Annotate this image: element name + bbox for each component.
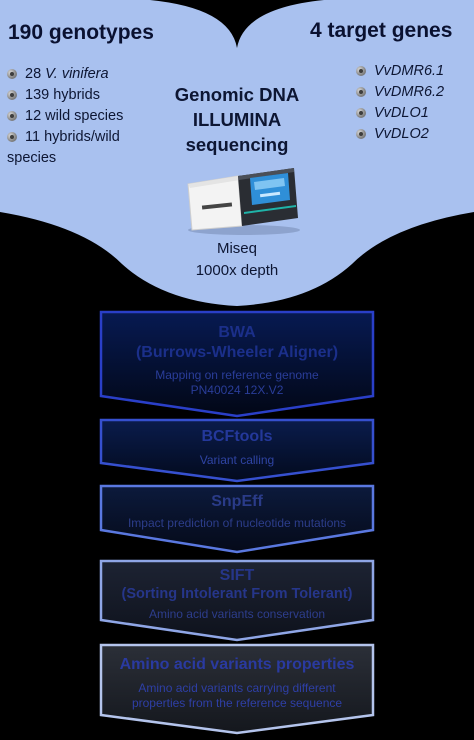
genotype-label: species (7, 150, 57, 166)
step-subtitle: (Burrows-Wheeler Aligner) (135, 344, 339, 361)
bullet-icon (7, 90, 17, 100)
list-item-continuation: species (7, 148, 167, 169)
sequencing-title-line: Genomic DNA (174, 84, 300, 105)
sample-panel-shape (0, 0, 474, 306)
step-description: Amino acid variants conservation (148, 607, 326, 621)
bullet-icon (7, 111, 17, 121)
genotype-label: 12 wild species (25, 108, 124, 124)
step-description: Mapping on reference genome (155, 368, 319, 382)
bullet-icon (356, 87, 366, 97)
step-box-sift (99, 559, 375, 642)
bullet-icon (7, 132, 17, 142)
gene-list: VvDMR6.1 VvDMR6.2 VvDLO1 VvDLO2 (356, 61, 471, 145)
step-title: SnpEff (211, 493, 263, 510)
step-title: Amino acid variants properties (119, 656, 355, 673)
step-title: BWA (218, 324, 256, 341)
step-box-properties (99, 643, 375, 735)
step-description: Amino acid variants carrying different (138, 681, 336, 695)
step-title: BCFtools (201, 428, 273, 445)
step-box-bcftools (99, 418, 375, 483)
step-description: properties from the reference sequence (131, 696, 343, 710)
list-item: 11 hybrids/wild (7, 127, 167, 148)
genotype-count: 28 (25, 66, 46, 82)
sequencing-title-line: sequencing (185, 134, 289, 155)
bullet-icon (356, 66, 366, 76)
genotype-label: 139 hybrids (25, 87, 100, 103)
sequencer-icon (187, 168, 300, 235)
depth-label: 1000x depth (195, 262, 279, 279)
pipeline-shapes (99, 310, 375, 735)
sequencing-title: Genomic DNA ILLUMINA sequencing (147, 82, 327, 157)
genes-title: 4 target genes (310, 19, 453, 42)
bullet-icon (7, 69, 17, 79)
step-description: Impact prediction of nucleotide mutation… (127, 516, 347, 530)
step-description: PN40024 12X.V2 (190, 383, 284, 397)
step-title: SIFT (219, 567, 255, 584)
gene-name: VvDMR6.1 (374, 63, 445, 79)
genotypes-title: 190 genotypes (8, 21, 154, 44)
list-item: 12 wild species (7, 106, 167, 127)
sequencing-title-line: ILLUMINA (192, 109, 282, 130)
list-item: VvDLO1 (356, 103, 471, 124)
step-box-bwa (99, 310, 375, 418)
list-item: VvDMR6.2 (356, 82, 471, 103)
species-name: V. vinifera (45, 66, 109, 82)
gene-name: VvDLO1 (374, 105, 429, 121)
genotype-list: 28 V. vinifera 139 hybrids 12 wild speci… (7, 64, 167, 169)
bullet-icon (356, 108, 366, 118)
step-subtitle: (Sorting Intolerant From Tolerant) (121, 586, 353, 602)
sample-panel-fill (0, 0, 474, 306)
gene-name: VvDMR6.2 (374, 84, 445, 100)
list-item: 28 V. vinifera (7, 64, 167, 85)
genotype-label: 11 hybrids/wild (25, 129, 120, 145)
list-item: VvDMR6.1 (356, 61, 471, 82)
gene-name: VvDLO2 (374, 126, 429, 142)
step-box-snpeff (99, 484, 375, 554)
list-item: VvDLO2 (356, 124, 471, 145)
bullet-icon (356, 129, 366, 139)
list-item: 139 hybrids (7, 85, 167, 106)
step-description: Variant calling (199, 453, 275, 467)
instrument-label: Miseq (216, 240, 257, 257)
